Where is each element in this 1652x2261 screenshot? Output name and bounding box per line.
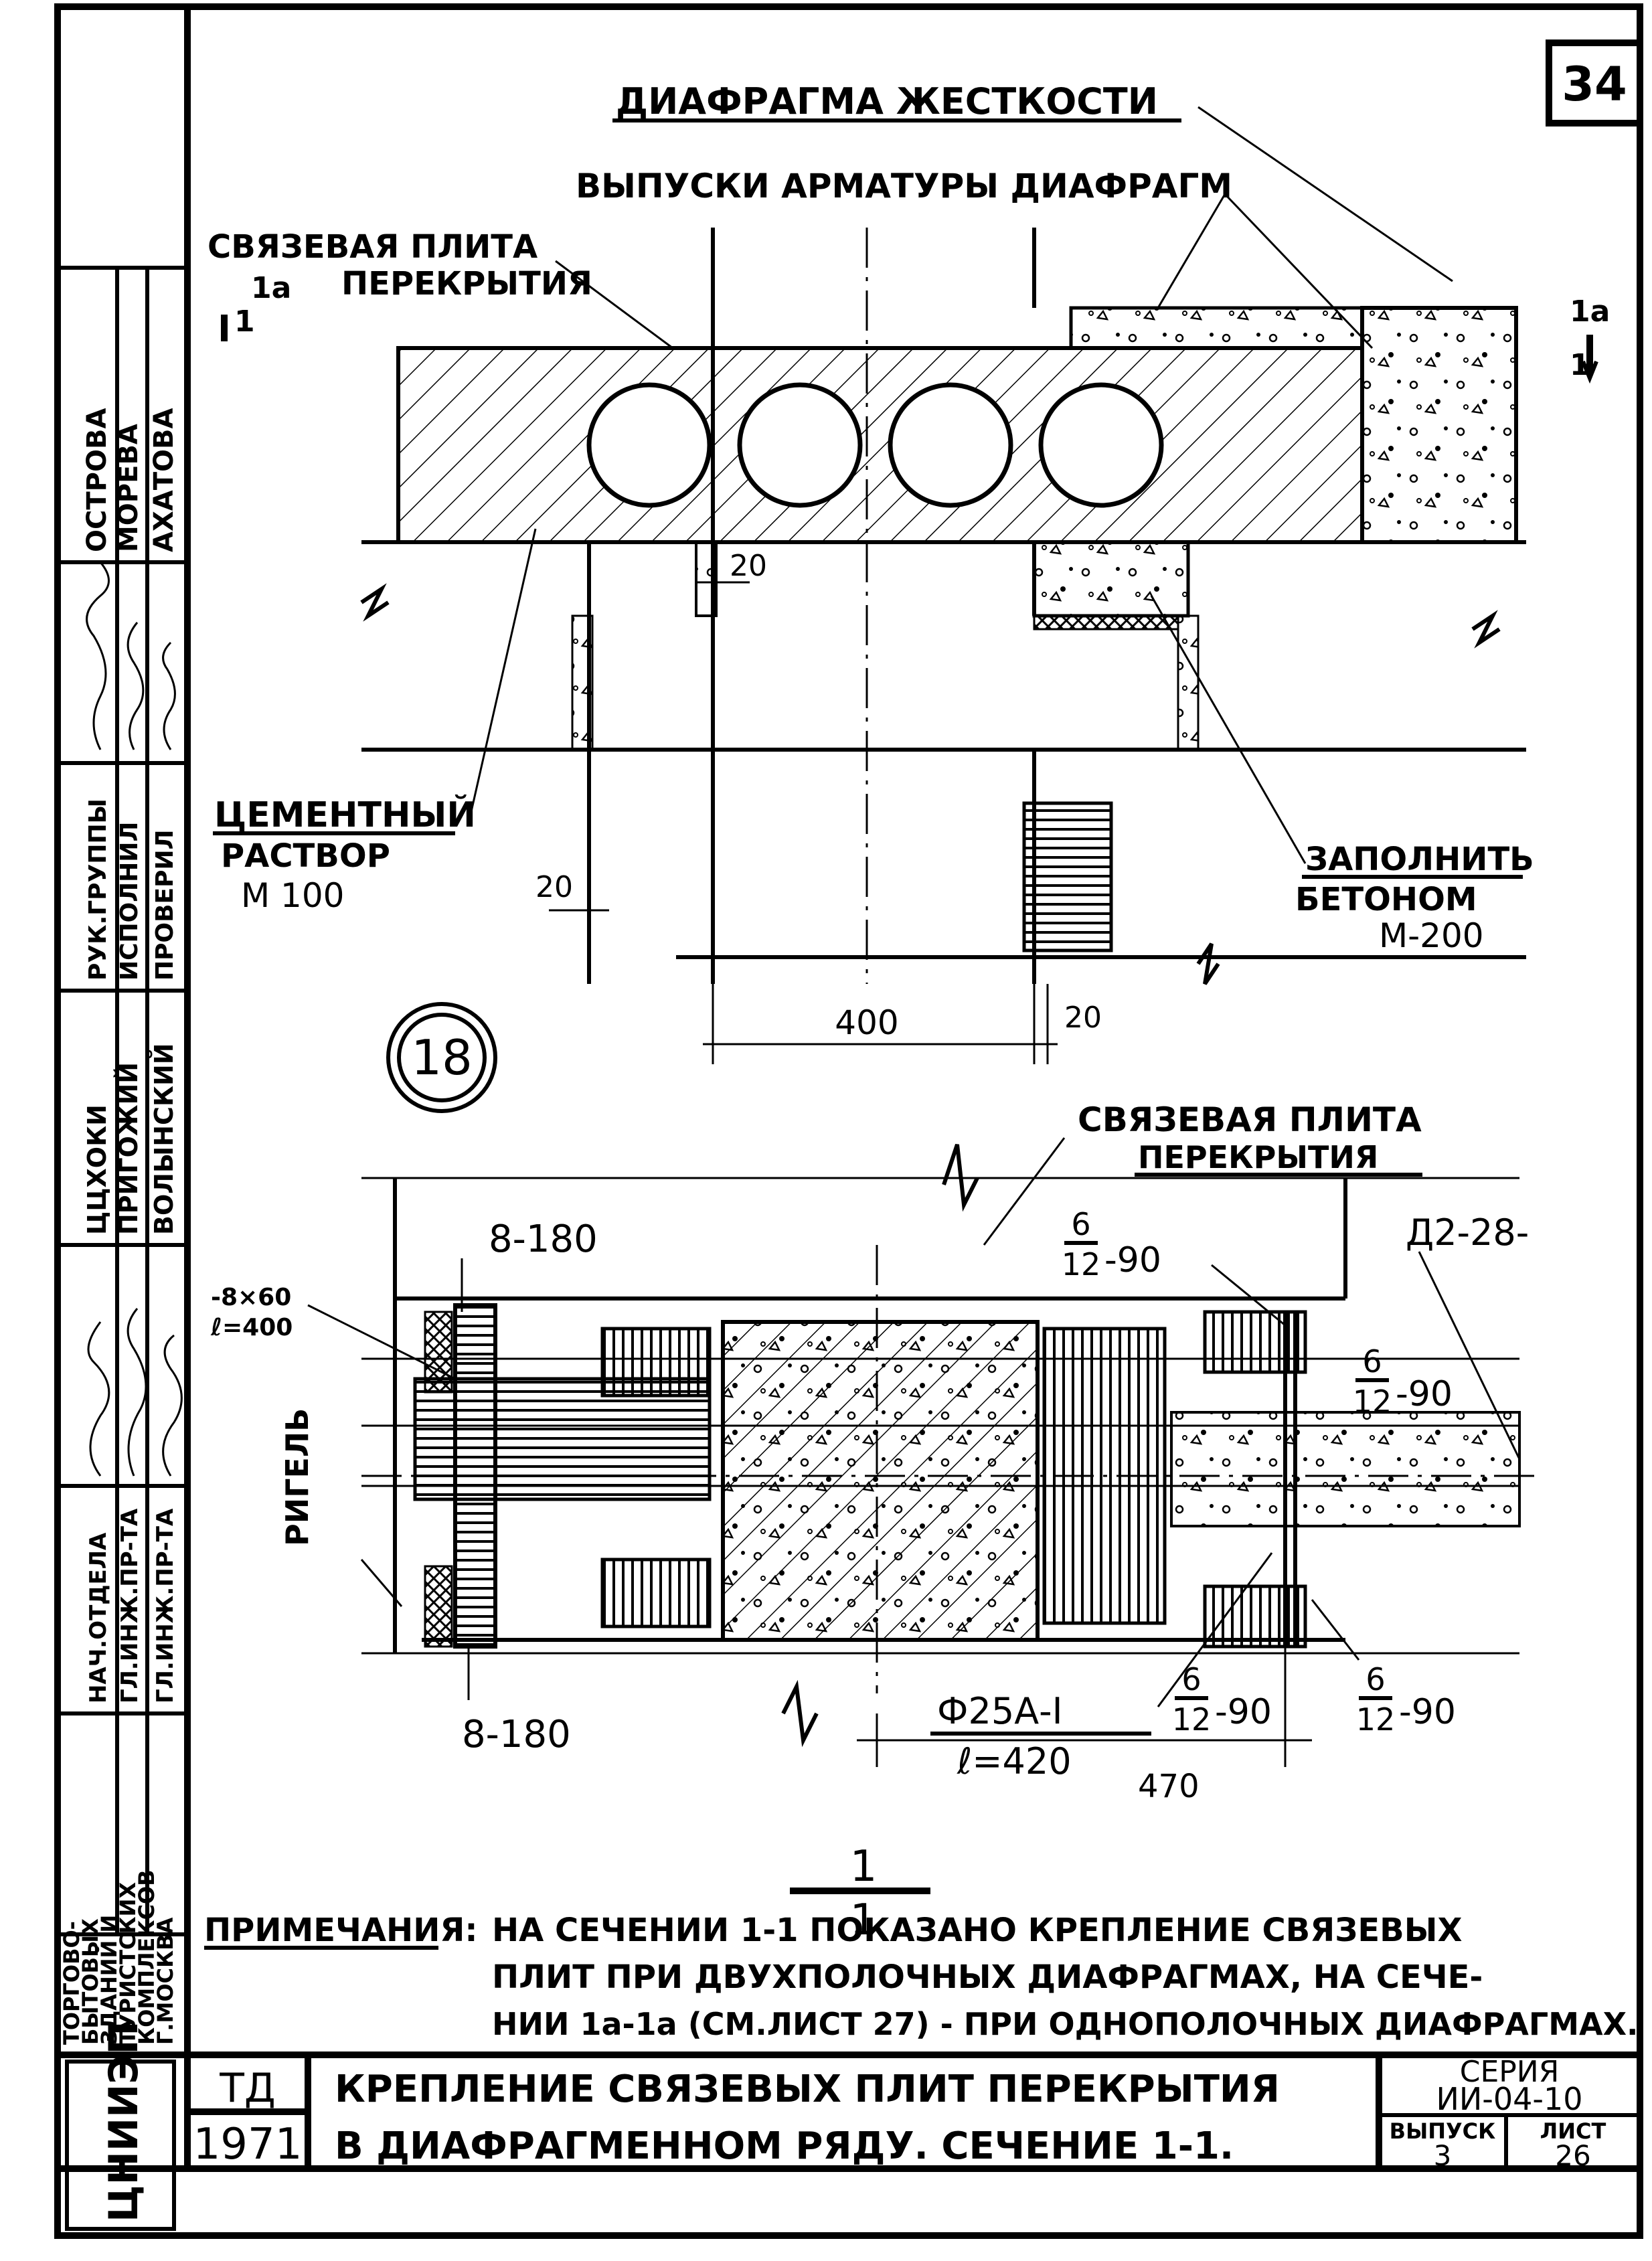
- stamp-role-3: ГЛ.ИНЖ.ПР-ТА: [152, 1508, 179, 1703]
- label-mortar-1: ЦЕМЕНТНЫЙ: [214, 794, 476, 835]
- cut-right-bottom: 1: [1570, 348, 1590, 382]
- label-slab-top-1: СВЯЗЕВАЯ ПЛИТА: [208, 228, 538, 266]
- svg-text:12: 12: [1353, 1384, 1392, 1420]
- stamp-role-6: ПРОВЕРИЛ: [151, 829, 179, 981]
- stamp-role-4: РУК.ГРУППЫ: [84, 799, 112, 981]
- label-plate-2: ℓ=400: [210, 1314, 293, 1341]
- notes: ПРИМЕЧАНИЯ: НА СЕЧЕНИИ 1-1 ПОКАЗАНО КРЕП…: [204, 1912, 1639, 2042]
- svg-text:ЦНИИЭП: ЦНИИЭП: [100, 2021, 147, 2222]
- note-title: ПРИМЕЧАНИЯ:: [204, 1912, 478, 1949]
- label-8-180-bottom: 8-180: [462, 1713, 571, 1756]
- svg-text:6: 6: [1071, 1206, 1090, 1242]
- stamp-role-5: ИСПОЛНИЛ: [116, 822, 143, 981]
- stamp-name-5: МОРЕВА: [113, 424, 144, 552]
- rebar-label-1: 6 12 -90: [1062, 1206, 1161, 1282]
- svg-text:-90: -90: [1215, 1692, 1272, 1732]
- note-line-2: ПЛИТ ПРИ ДВУХПОЛОЧНЫХ ДИАФРАГМАХ, НА СЕЧ…: [492, 1958, 1483, 1996]
- title-year: 1971: [193, 2120, 303, 2169]
- rebar-label-3: 6 12 -90: [1172, 1661, 1272, 1738]
- rebar-label-4: 6 12 -90: [1356, 1661, 1456, 1738]
- signatures: [86, 562, 183, 1477]
- stamp-org-1: ТОРГОВО-: [59, 1921, 84, 2045]
- svg-text:1: 1: [850, 1842, 878, 1892]
- series-value: ИИ-04-10: [1436, 2081, 1582, 2117]
- title-line-1: КРЕПЛЕНИЕ СВЯЗЕВЫХ ПЛИТ ПЕРЕКРЫТИЯ: [335, 2068, 1280, 2111]
- label-rebar: ВЫПУСКИ АРМАТУРЫ ДИАФРАГМ: [576, 167, 1232, 205]
- label-slab-top-2: ПЕРЕКРЫТИЯ: [341, 265, 592, 303]
- label-fill-3: М-200: [1379, 916, 1484, 955]
- dim-20-top: 20: [730, 549, 767, 583]
- diaphragm: [1360, 306, 1518, 544]
- top-view: ДИАФРАГМА ЖЕСТКОСТИ ВЫПУСКИ АРМАТУРЫ ДИА…: [208, 80, 1610, 1113]
- stamp-name-1: ЦЦХОКИ: [82, 1104, 112, 1235]
- sheet-number-box: [1546, 39, 1643, 127]
- stamp-org-6: Г.МОСКВА: [153, 1917, 178, 2045]
- label-slab-section-1: СВЯЗЕВАЯ ПЛИТА: [1078, 1100, 1422, 1139]
- label-fill-1: ЗАПОЛНИТЬ: [1305, 841, 1534, 878]
- dim-400: 400: [835, 1003, 898, 1042]
- stamp-name-3: ВОЛЫНСКИЙ: [149, 1043, 179, 1235]
- title-code: ТД: [219, 2065, 276, 2112]
- svg-text:-90: -90: [1399, 1692, 1456, 1732]
- issue-value: 3: [1434, 2139, 1452, 2172]
- note-line-3: НИИ 1а-1а (СМ.ЛИСТ 27) - ПРИ ОДНОПОЛОЧНЫ…: [492, 2006, 1639, 2042]
- dim-20-right: 20: [1064, 1001, 1102, 1035]
- stamp-name-6: АХАТОВА: [149, 408, 179, 552]
- stamp-role-1: НАЧ.ОТДЕЛА: [85, 1532, 112, 1703]
- svg-text:6: 6: [1362, 1343, 1382, 1379]
- dim-20-left: 20: [535, 870, 573, 904]
- label-fill-2: БЕТОНОМ: [1295, 881, 1477, 918]
- label-mortar-2: РАСТВОР: [221, 837, 390, 875]
- label-bar-2: ℓ=420: [957, 1740, 1072, 1782]
- svg-text:-90: -90: [1104, 1240, 1161, 1280]
- title-block: ТД 1971 КРЕПЛЕНИЕ СВЯЗЕВЫХ ПЛИТ ПЕРЕКРЫТ…: [187, 2055, 1640, 2172]
- section-view: СВЯЗЕВАЯ ПЛИТА ПЕРЕКРЫТИЯ 8-180 8-180 -8…: [210, 1100, 1540, 1945]
- cut-left-top: 1а: [251, 271, 291, 305]
- stamp-name-2: ПРИГОЖИЙ: [114, 1062, 143, 1235]
- series-label: СЕРИЯ: [1460, 2055, 1560, 2089]
- stamp-role-2: ГЛ.ИНЖ.ПР-ТА: [116, 1508, 143, 1703]
- issue-label: ВЫПУСК: [1390, 2118, 1496, 2144]
- stamp: НАЧ.ОТДЕЛА ГЛ.ИНЖ.ПР-ТА ГЛ.ИНЖ.ПР-ТА ЦЦХ…: [58, 266, 187, 2231]
- sheet-label: ЛИСТ: [1540, 2118, 1606, 2144]
- svg-text:18: 18: [411, 1029, 473, 1086]
- svg-text:12: 12: [1062, 1246, 1101, 1282]
- sheet-number: 34: [1562, 57, 1627, 112]
- label-d2: Д2-28-: [1406, 1211, 1529, 1254]
- svg-text:6: 6: [1181, 1661, 1201, 1697]
- rebar-label-2: 6 12 -90: [1353, 1343, 1453, 1420]
- dim-470: 470: [1138, 1768, 1200, 1805]
- node-marker: 18: [386, 1002, 497, 1113]
- floor-slab: [396, 346, 1364, 544]
- sheet-value: 26: [1555, 2139, 1590, 2172]
- svg-text:6: 6: [1366, 1661, 1385, 1697]
- section-title: 1 1: [790, 1842, 930, 1945]
- label-plate-1: -8×60: [211, 1284, 291, 1311]
- stamp-org-5: КОМПЛЕКСОВ: [134, 1869, 159, 2045]
- label-bar-1: Ф25А-I: [937, 1690, 1063, 1732]
- title-line-2: В ДИАФРАГМЕННОМ РЯДУ. СЕЧЕНИЕ 1-1.: [335, 2124, 1234, 2168]
- label-beam: РИГЕЛЬ: [279, 1408, 315, 1546]
- label-8-180-top: 8-180: [489, 1218, 598, 1261]
- note-line-1: НА СЕЧЕНИИ 1-1 ПОКАЗАНО КРЕПЛЕНИЕ СВЯЗЕВ…: [492, 1912, 1462, 1949]
- cut-left-bottom: 1: [234, 305, 255, 339]
- institute-logo: ЦНИИЭП: [65, 2021, 176, 2231]
- stamp-name-4: ОСТРОВА: [82, 408, 112, 552]
- stamp-org-4: ТУРИСТСКИХ: [115, 1882, 141, 2045]
- svg-text:1: 1: [850, 1896, 878, 1945]
- svg-text:12: 12: [1172, 1701, 1212, 1738]
- stamp-org-3: ЗДАНИЙ И: [96, 1915, 122, 2045]
- cut-right-top: 1а: [1570, 295, 1610, 329]
- stamp-org-2: БЫТОВЫХ: [78, 1918, 103, 2045]
- svg-text:12: 12: [1356, 1701, 1396, 1738]
- label-slab-section-2: ПЕРЕКРЫТИЯ: [1138, 1139, 1378, 1175]
- svg-text:-90: -90: [1396, 1374, 1453, 1414]
- label-diaphragm: ДИАФРАГМА ЖЕСТКОСТИ: [616, 80, 1158, 122]
- label-mortar-3: М 100: [241, 876, 344, 915]
